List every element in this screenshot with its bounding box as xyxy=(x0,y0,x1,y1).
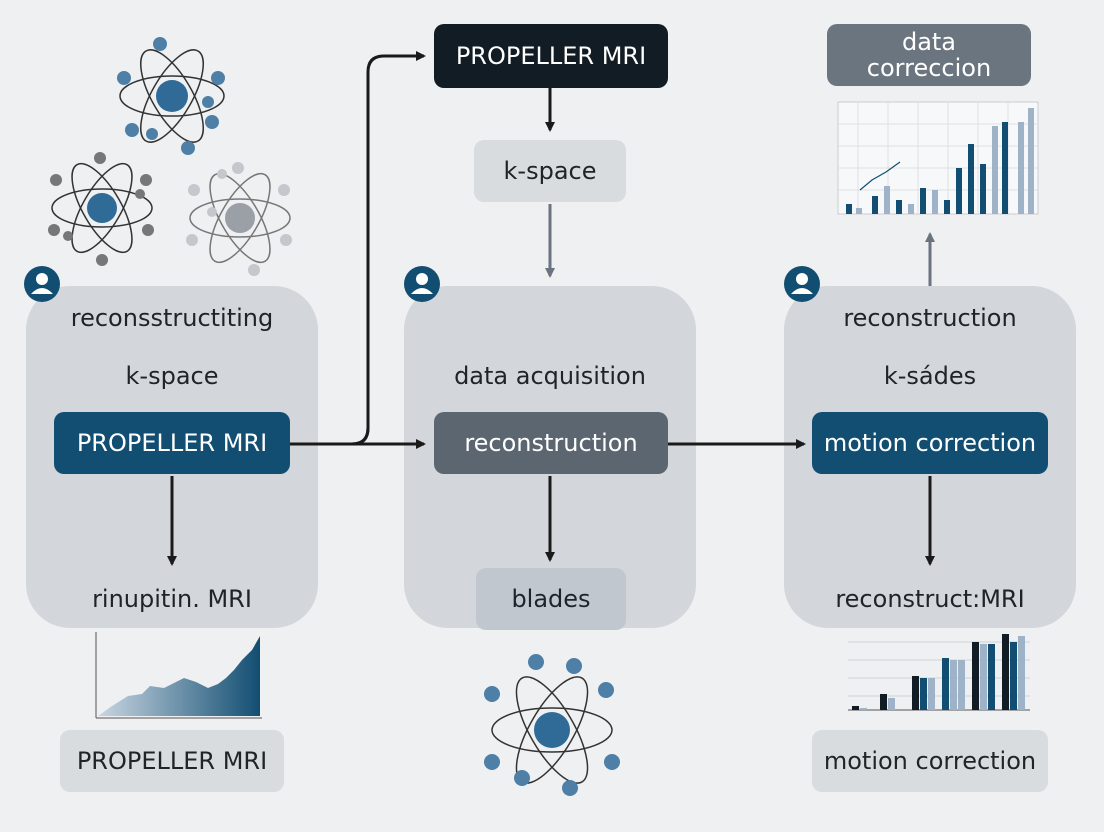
top-propeller-box[interactable]: PROPELLER MRI xyxy=(434,24,668,88)
bottom-right-bar-chart xyxy=(848,634,1030,711)
right-highlight-box[interactable]: motion correction xyxy=(812,412,1048,474)
user-icon xyxy=(24,266,60,302)
arrow-left-branch-over xyxy=(290,300,370,446)
atom-icon xyxy=(48,152,154,266)
right-panel-title: reconstruction xyxy=(843,304,1017,332)
left-panel-title: reconsstructiting xyxy=(70,304,274,332)
right-panel-bottom-text: reconstruct:MRI xyxy=(835,585,1025,613)
left-highlight-box[interactable]: PROPELLER MRI xyxy=(54,412,290,474)
bottom-left-area-chart xyxy=(95,632,262,719)
top-right-bar-chart xyxy=(837,101,1039,215)
left-panel-bottom-text: rinupitin. MRI xyxy=(92,585,252,613)
user-icon xyxy=(784,266,820,302)
data-correction-label: data correccion xyxy=(866,28,992,82)
atom-icon xyxy=(186,162,292,276)
bottom-left-propeller-box[interactable]: PROPELLER MRI xyxy=(60,730,284,792)
center-highlight-box[interactable]: reconstruction xyxy=(434,412,668,474)
bottom-right-motion-box[interactable]: motion correction xyxy=(812,730,1048,792)
user-icon xyxy=(404,266,440,302)
kspace-box[interactable]: k-space xyxy=(474,140,626,202)
atom-icon xyxy=(484,654,620,796)
right-panel-subtitle: k-sádes xyxy=(883,362,977,390)
data-correction-box[interactable]: data correccion xyxy=(827,24,1031,86)
blades-box[interactable]: blades xyxy=(476,568,626,630)
center-panel-title: data acquisition xyxy=(454,362,646,390)
left-panel-subtitle: k-space xyxy=(125,362,219,390)
atom-icon xyxy=(117,37,225,155)
